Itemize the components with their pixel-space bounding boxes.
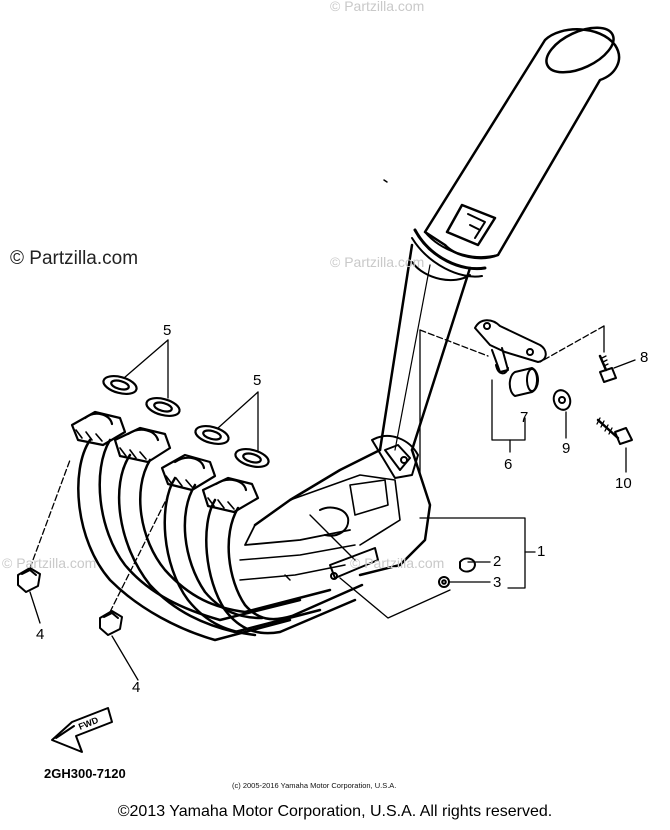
callout-3: 3 — [493, 574, 502, 591]
nut-center — [99, 610, 123, 636]
small-copyright: (c) 2005-2016 Yamaha Motor Corporation, … — [232, 781, 397, 790]
gaskets — [102, 375, 270, 468]
callout-6: 6 — [504, 456, 513, 473]
flange-3 — [160, 453, 217, 492]
callout-1: 1 — [537, 543, 546, 560]
nut-left — [17, 567, 41, 593]
gasket-3 — [194, 425, 230, 445]
leader-lines — [29, 325, 636, 681]
header-flanges — [70, 410, 260, 514]
muffler — [383, 26, 621, 278]
callout-2: 2 — [493, 553, 502, 570]
header-pipes — [77, 438, 364, 642]
watermark-faint-right: © Partzilla.com — [350, 555, 445, 571]
callout-8: 8 — [640, 349, 649, 366]
callout-4-right: 4 — [132, 679, 141, 696]
gasket-4 — [234, 448, 270, 468]
callout-5-right: 5 — [253, 372, 262, 389]
flange-4 — [201, 476, 260, 514]
footer-copyright: ©2013 Yamaha Motor Corporation, U.S.A. A… — [117, 803, 553, 820]
fwd-arrow — [51, 707, 113, 753]
flange-2 — [113, 426, 172, 464]
watermark-faint-top: © Partzilla.com — [330, 0, 425, 14]
callout-9: 9 — [562, 440, 571, 457]
watermark-faint-left: © Partzilla.com — [2, 555, 97, 571]
gasket-2 — [145, 397, 181, 417]
diagram-part-code: 2GH300-7120 — [44, 766, 126, 781]
callout-7: 7 — [520, 409, 529, 426]
watermark-faint-mid: © Partzilla.com — [330, 254, 425, 270]
callout-5-left: 5 — [163, 322, 172, 339]
connecting-pipe — [253, 243, 472, 580]
callout-10: 10 — [615, 475, 632, 492]
fwd-label: FWD — [77, 715, 100, 732]
flange-1 — [70, 410, 127, 447]
gasket-1 — [102, 375, 138, 395]
hanger-bracket — [438, 319, 633, 588]
flange-nuts — [17, 567, 123, 636]
callout-4-left: 4 — [36, 626, 45, 643]
muffler-badge — [445, 203, 497, 247]
watermark-main: © Partzilla.com — [10, 248, 139, 269]
